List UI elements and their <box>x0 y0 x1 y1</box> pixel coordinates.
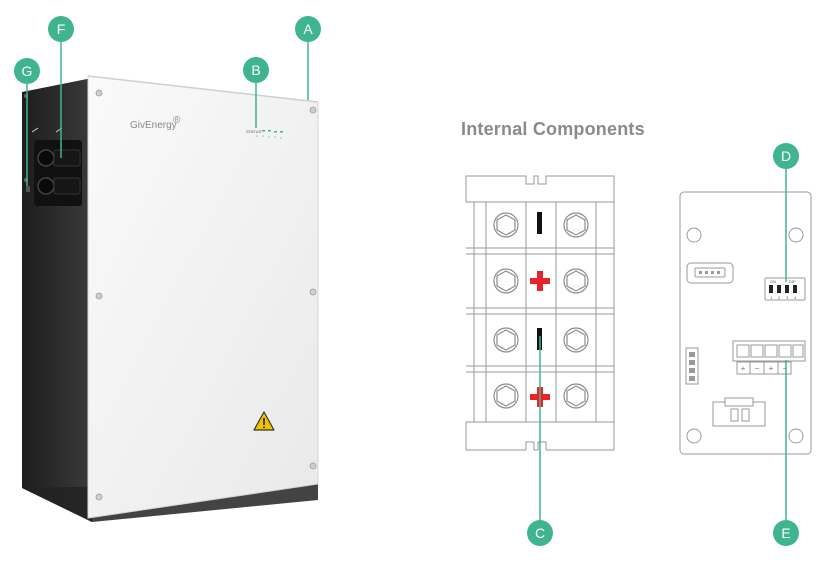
callout-e-label: E <box>781 525 790 541</box>
dip-num-label: 3 <box>786 295 789 300</box>
terminal-sign: + <box>741 364 746 373</box>
terminal-signs: + − + − <box>741 364 788 373</box>
warning-icon <box>253 411 275 431</box>
dip-num-label: 4 <box>794 295 797 300</box>
callout-leaders <box>26 42 787 520</box>
callout-d: D <box>773 143 799 169</box>
status-leds <box>262 130 283 133</box>
terminal-block <box>465 175 615 451</box>
battery-front-panel <box>87 75 319 519</box>
power-connector-lower <box>37 177 81 195</box>
dip-num-label: 2 <box>778 295 781 300</box>
side-switch <box>26 186 30 192</box>
dip-on-label: ON <box>770 279 776 284</box>
communication-terminal <box>732 340 806 375</box>
terminal-bolts <box>493 212 589 409</box>
callout-c: C <box>527 520 553 546</box>
dip-num-label: 1 <box>770 295 773 300</box>
bottom-connector <box>712 397 766 427</box>
power-connector-upper <box>37 149 81 167</box>
callout-c-label: C <box>535 525 545 541</box>
terminal-sign: + <box>769 364 774 373</box>
callout-g: G <box>14 58 40 84</box>
control-board <box>679 191 812 455</box>
callout-a-label: A <box>303 21 313 37</box>
brand-logo: GivEnergy <box>130 120 177 131</box>
dip-dip-label: DIP <box>789 279 796 284</box>
callout-b-label: B <box>251 62 260 78</box>
positive-marker-icon <box>530 271 550 291</box>
callout-d-label: D <box>781 148 791 164</box>
brand-registered-mark: ® <box>173 115 181 126</box>
status-panel: STATUS <box>246 129 283 139</box>
section-title: Internal Components <box>461 119 645 139</box>
battery-unit: GivEnergy ® STATUS <box>22 75 319 522</box>
callout-b: B <box>243 57 269 83</box>
terminal-sign: − <box>783 364 788 373</box>
callout-a: A <box>295 16 321 42</box>
terminal-sign: − <box>755 364 760 373</box>
callout-e: E <box>773 520 799 546</box>
front-screws <box>95 89 317 501</box>
callout-f: F <box>48 16 74 42</box>
negative-marker-icon <box>537 212 542 234</box>
dip-labels: ON DIP 1 2 3 4 <box>770 279 797 300</box>
callout-f-label: F <box>57 21 66 37</box>
callout-g-label: G <box>22 63 33 79</box>
status-label: STATUS <box>246 129 262 134</box>
dip-switch <box>764 277 806 301</box>
